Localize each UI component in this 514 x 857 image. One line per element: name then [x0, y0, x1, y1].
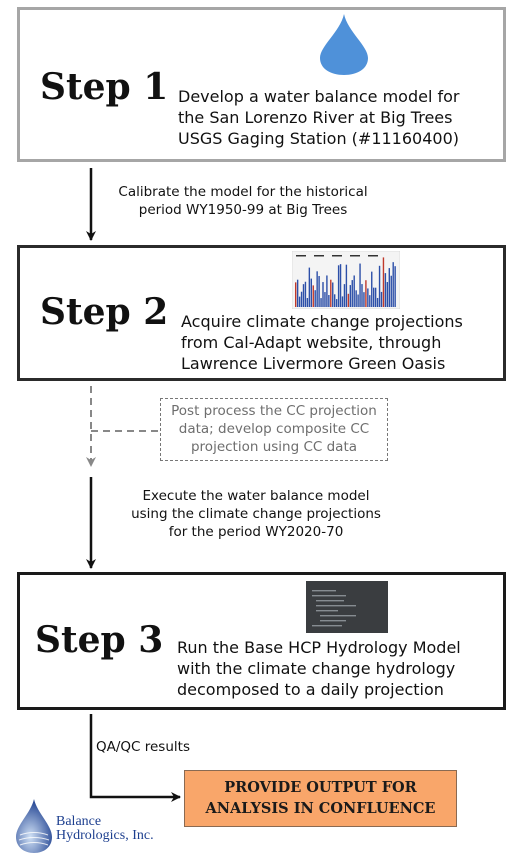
thumbnail-bar [341, 296, 344, 307]
thumbnail-bar [295, 282, 297, 307]
thumbnail-bar [390, 275, 392, 307]
thumbnail-bar [369, 295, 371, 307]
thumbnail-bar [330, 279, 332, 307]
thumbnail-bar [320, 298, 322, 307]
thumbnail-bar [367, 288, 369, 307]
thumbnail-bar [335, 299, 338, 307]
thumbnail-bar [310, 278, 312, 307]
thumbnail-bar [300, 291, 303, 307]
step1-box [17, 7, 506, 162]
thumbnail-bar [361, 284, 363, 307]
thumbnail-bar [386, 282, 389, 307]
thumbnail-bar [351, 280, 353, 307]
thumbnail-bar [332, 282, 334, 307]
thumbnail-bar [302, 284, 305, 307]
thumbnail-bar [306, 298, 309, 307]
logo-text: Balance Hydrologics, Inc. [56, 814, 154, 843]
thumbnail-bar [382, 257, 385, 307]
thumbnail-bar [359, 263, 361, 307]
thumbnail-bar [314, 290, 316, 307]
thumbnail-bar [328, 294, 330, 307]
balance-hydrologics-logo-icon [16, 799, 52, 853]
thumbnail-bar [353, 275, 355, 307]
thumbnail-bar [337, 265, 340, 307]
thumbnail-bar [349, 285, 351, 307]
output-line-1: PROVIDE OUTPUT FOR [224, 779, 417, 796]
thumbnail-bar [392, 262, 394, 307]
thumbnail-bar [339, 264, 342, 307]
output-line-2: ANALYSIS IN CONFLUENCE [205, 800, 436, 817]
thumbnail-bar [318, 276, 320, 307]
step3-title: Step 3 [35, 619, 164, 661]
thumbnail-bar [324, 292, 326, 307]
thumbnail-bar [345, 264, 348, 307]
thumbnail-bar [326, 275, 328, 307]
step2-box [17, 245, 506, 381]
thumbnail-bar [304, 281, 307, 307]
thumbnail-bar [357, 294, 359, 307]
thumbnail-bar [376, 297, 379, 307]
step1-title: Step 1 [40, 66, 169, 108]
thumbnail-bar [347, 293, 350, 307]
thumbnail-bar [384, 273, 387, 307]
thumbnail-bar [365, 280, 367, 307]
step2-title: Step 2 [40, 291, 169, 333]
thumbnail-bar [355, 290, 357, 307]
step3-box [17, 572, 506, 710]
thumbnail-bar [312, 285, 314, 307]
thumbnail-bar [334, 294, 336, 307]
thumbnail-bar [298, 296, 301, 307]
water-drop-icon [320, 14, 368, 75]
thumbnail-bar [363, 292, 365, 307]
thumbnail-bar [374, 287, 377, 307]
thumbnail-bar [371, 271, 373, 307]
output-box: PROVIDE OUTPUT FOR ANALYSIS IN CONFLUENC… [184, 770, 457, 827]
thumbnail-bar [394, 266, 396, 307]
code-editor-screenshot-thumbnail [306, 581, 388, 633]
thumbnail-bar [373, 287, 375, 307]
thumbnail-bar [296, 279, 299, 307]
thumbnail-bar [388, 268, 390, 307]
thumbnail-bar [380, 291, 383, 307]
thumbnail-bar [378, 265, 381, 307]
qaqc-note: QA/QC results [96, 739, 190, 755]
arrow-step3-to-output [89, 714, 181, 802]
thumbnail-bar [316, 271, 318, 307]
thumbnail-bar [308, 267, 311, 307]
climate-projection-chart-thumbnail [292, 251, 400, 309]
thumbnail-bar [322, 282, 324, 307]
thumbnail-bar [343, 284, 346, 307]
